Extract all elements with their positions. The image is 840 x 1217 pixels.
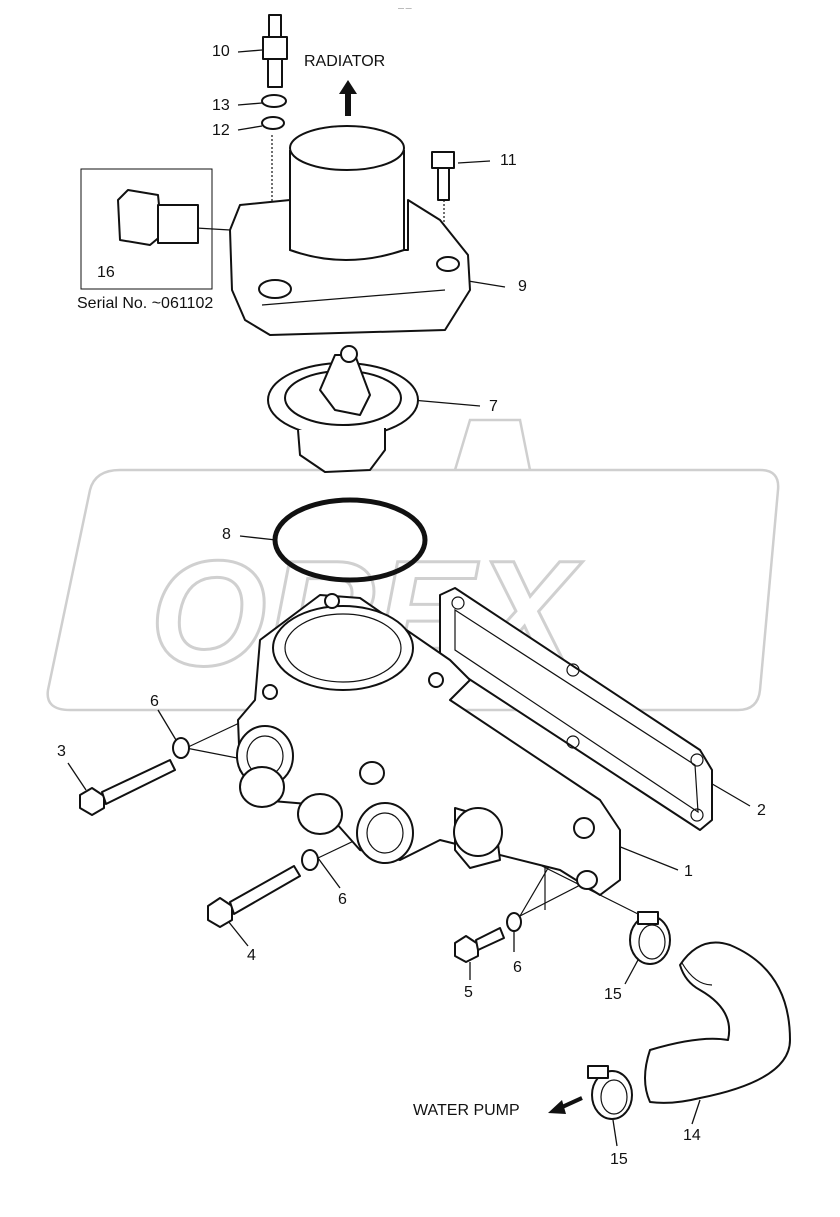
callout-13: 13 xyxy=(212,97,230,114)
part-7-thermostat xyxy=(267,345,419,473)
part-10-nipple xyxy=(262,14,288,88)
callout-9: 9 xyxy=(518,278,527,295)
callout-3: 3 xyxy=(57,743,66,760)
header-mark: — — xyxy=(398,6,412,12)
part-13-washer xyxy=(261,94,287,108)
radiator-label: RADIATOR xyxy=(304,53,386,70)
callout-2: 2 xyxy=(757,802,766,819)
callout-16: 16 xyxy=(97,264,115,281)
part-2-gasket xyxy=(439,587,713,831)
callout-5: 5 xyxy=(464,984,473,1001)
serial-label: Serial No. ~061102 xyxy=(77,295,214,312)
part-1-housing xyxy=(236,593,621,896)
part-3-bolt xyxy=(79,759,176,816)
water-pump-arrow xyxy=(548,1096,583,1114)
part-8-oring xyxy=(272,497,428,583)
callout-1: 1 xyxy=(684,863,693,880)
callout-12: 12 xyxy=(212,122,230,139)
callout-4: 4 xyxy=(247,947,256,964)
water-pump-label: WATER PUMP xyxy=(413,1102,520,1119)
callout-10: 10 xyxy=(212,43,230,60)
part-9-housing xyxy=(229,125,471,336)
washer-6a xyxy=(172,737,190,759)
radiator-arrow xyxy=(339,80,357,116)
part-16-inset xyxy=(80,168,213,290)
part-14-hose xyxy=(644,941,791,1104)
callout-8: 8 xyxy=(222,526,231,543)
callout-6c: 6 xyxy=(513,959,522,976)
callout-11: 11 xyxy=(500,152,517,169)
callout-7: 7 xyxy=(489,398,498,415)
callout-14: 14 xyxy=(683,1127,701,1144)
washer-6c xyxy=(506,912,522,932)
part-5-bolt xyxy=(454,927,505,963)
callout-15a: 15 xyxy=(604,986,622,1003)
callout-6b: 6 xyxy=(338,891,347,908)
callout-15b: 15 xyxy=(610,1151,628,1168)
washer-6b xyxy=(301,849,319,871)
part-15-clamp-lower xyxy=(587,1065,633,1120)
callout-6a: 6 xyxy=(150,693,159,710)
part-15-clamp-upper xyxy=(629,911,671,965)
part-11-bolt xyxy=(431,151,455,201)
part-12-gasket xyxy=(261,116,285,130)
part-4-bolt xyxy=(207,865,301,928)
